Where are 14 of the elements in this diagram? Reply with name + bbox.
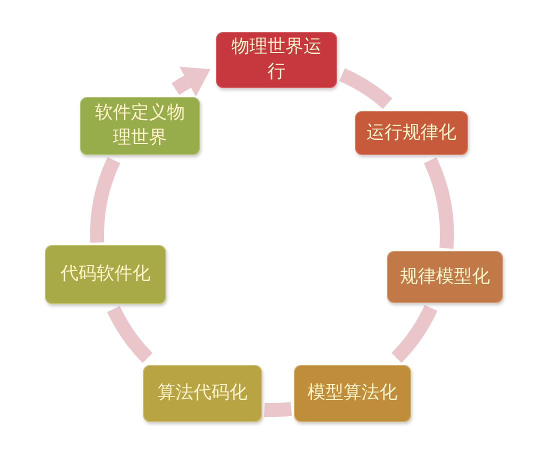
connector-arc [391, 304, 438, 363]
connector-arc [107, 306, 153, 363]
step-box: 算法代码化 [143, 365, 262, 422]
step-box: 模型算法化 [294, 365, 411, 422]
step-box: 代码软件化 [45, 245, 166, 304]
step-box: 物理世界运行 [216, 32, 337, 88]
step-box: 运行规律化 [355, 111, 468, 155]
connector-arc [90, 157, 120, 243]
connector-arc [338, 68, 392, 110]
arrow [172, 66, 210, 96]
connector-arc [264, 402, 292, 417]
step-box: 软件定义物理世界 [80, 97, 200, 155]
step-box: 规律模型化 [387, 251, 503, 303]
connector-arc [424, 158, 454, 248]
